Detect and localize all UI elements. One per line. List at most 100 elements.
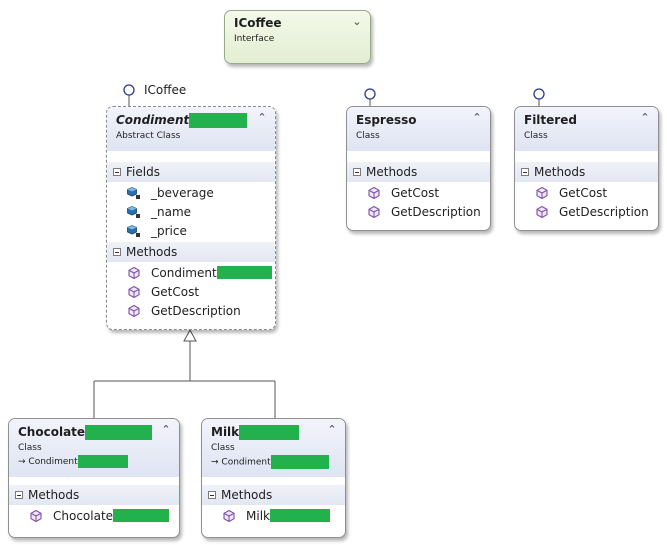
lollipop-circle-espresso	[364, 88, 376, 100]
method-cube-icon	[127, 304, 141, 318]
chocolate-base-name: Condiment	[28, 457, 78, 467]
milk-stereotype: Class	[211, 443, 235, 453]
methods-section-header[interactable]: Methods	[347, 162, 490, 182]
collapse-toggle-icon[interactable]	[208, 491, 216, 499]
chocolate-stereotype: Class	[18, 443, 42, 453]
lollipop-circle-filtered	[533, 88, 545, 100]
lollipop-circle-condiment	[123, 84, 135, 96]
method-item[interactable]: Condiment	[127, 263, 275, 282]
condiment-name: Condiment	[116, 113, 190, 127]
method-cube-icon	[222, 509, 236, 523]
chocolate-title: Chocolate	[18, 425, 171, 440]
collapse-toggle-icon[interactable]	[15, 491, 23, 499]
method-item[interactable]: GetCost	[367, 183, 490, 202]
redaction-block	[113, 509, 170, 522]
field-icon	[127, 186, 141, 200]
method-item[interactable]: Chocolate	[29, 506, 179, 525]
method-name: GetDescription	[391, 204, 481, 219]
inherits-arrow-icon: →	[211, 457, 219, 468]
condiment-stereotype: Abstract Class	[116, 131, 181, 141]
method-cube-icon	[367, 205, 381, 219]
field-icon	[127, 205, 141, 219]
method-item[interactable]: GetCost	[127, 282, 275, 301]
chocolate-base-class: → Condiment	[18, 455, 171, 468]
field-name: _beverage	[151, 185, 214, 200]
method-item[interactable]: GetCost	[535, 183, 658, 202]
methods-section-header[interactable]: Methods	[107, 242, 275, 262]
method-name: GetCost	[559, 185, 608, 200]
methods-section-header[interactable]: Methods	[515, 162, 658, 182]
method-item[interactable]: GetDescription	[127, 301, 275, 320]
methods-section-header[interactable]: Methods	[9, 485, 179, 505]
field-item[interactable]: _name	[127, 202, 275, 221]
double-chevron-up-icon[interactable]: ⌃	[161, 423, 171, 436]
method-cube-icon	[29, 509, 43, 523]
double-chevron-down-icon[interactable]: ⌄︎	[352, 15, 362, 28]
field-item[interactable]: _price	[127, 221, 275, 240]
condiment-title: Condiment	[116, 113, 267, 128]
fields-section-header[interactable]: Fields	[107, 162, 275, 182]
inherits-arrow-icon: →	[18, 457, 26, 467]
inheritance-arrowhead	[183, 328, 197, 342]
method-cube-icon	[367, 186, 381, 200]
milk-header: Milk Class → Condiment ⌃	[202, 419, 345, 477]
chocolate-class-box[interactable]: Chocolate Class → Condiment ⌃ Methods Ch…	[8, 418, 180, 538]
collapse-toggle-icon[interactable]	[113, 168, 121, 176]
method-name: GetDescription	[559, 204, 649, 219]
filtered-stereotype: Class	[524, 131, 548, 141]
field-item[interactable]: _beverage	[127, 183, 275, 202]
method-cube-icon	[127, 266, 141, 280]
method-item[interactable]: Milk	[222, 506, 345, 525]
methods-label: Methods	[28, 488, 80, 502]
method-name: Chocolate	[53, 508, 114, 523]
milk-base-class: → Condiment	[211, 455, 337, 469]
collapse-toggle-icon[interactable]	[353, 168, 361, 176]
condiment-class-box[interactable]: Condiment Abstract Class ⌃ Fields _bever…	[106, 106, 276, 330]
redaction-block	[270, 455, 329, 469]
filtered-title: Filtered	[524, 113, 577, 127]
field-name: _name	[151, 204, 192, 219]
method-cube-icon	[535, 186, 549, 200]
field-icon	[127, 224, 141, 238]
methods-label: Methods	[534, 165, 586, 179]
method-item[interactable]: GetDescription	[367, 202, 490, 221]
icoffee-header: ICoffee Interface ⌄︎	[225, 11, 370, 51]
method-cube-icon	[535, 205, 549, 219]
double-chevron-up-icon[interactable]: ⌃	[327, 423, 337, 436]
methods-label: Methods	[366, 165, 418, 179]
methods-label: Methods	[126, 245, 178, 259]
icoffee-title: ICoffee	[234, 16, 282, 30]
lollipop-label: ICoffee	[144, 83, 187, 97]
redaction-block	[85, 425, 153, 440]
method-name: Condiment	[151, 265, 217, 280]
chocolate-name: Chocolate	[18, 425, 86, 439]
method-item[interactable]: GetDescription	[535, 202, 658, 221]
espresso-title: Espresso	[356, 113, 417, 127]
method-cube-icon	[127, 285, 141, 299]
method-name: Milk	[246, 508, 270, 523]
condiment-header: Condiment Abstract Class ⌃	[107, 107, 275, 151]
milk-title: Milk	[211, 425, 337, 440]
collapse-toggle-icon[interactable]	[521, 168, 529, 176]
collapse-toggle-icon[interactable]	[113, 248, 121, 256]
milk-name: Milk	[211, 425, 240, 439]
redaction-block	[216, 266, 272, 279]
method-name: GetCost	[391, 185, 440, 200]
milk-class-box[interactable]: Milk Class → Condiment ⌃ Methods Milk	[201, 418, 346, 538]
redaction-block	[189, 113, 248, 128]
double-chevron-up-icon[interactable]: ⌃	[257, 111, 267, 124]
icoffee-stereotype: Interface	[234, 34, 275, 44]
double-chevron-up-icon[interactable]: ⌃	[640, 111, 650, 124]
double-chevron-up-icon[interactable]: ⌃	[472, 111, 482, 124]
methods-label: Methods	[221, 488, 273, 502]
redaction-block	[77, 455, 128, 468]
method-name: GetDescription	[151, 303, 241, 318]
methods-section-header[interactable]: Methods	[202, 485, 345, 505]
milk-base-name: Condiment	[221, 457, 271, 468]
icoffee-interface-box[interactable]: ICoffee Interface ⌄︎	[224, 10, 371, 64]
chocolate-header: Chocolate Class → Condiment ⌃	[9, 419, 179, 477]
method-name: GetCost	[151, 284, 200, 299]
